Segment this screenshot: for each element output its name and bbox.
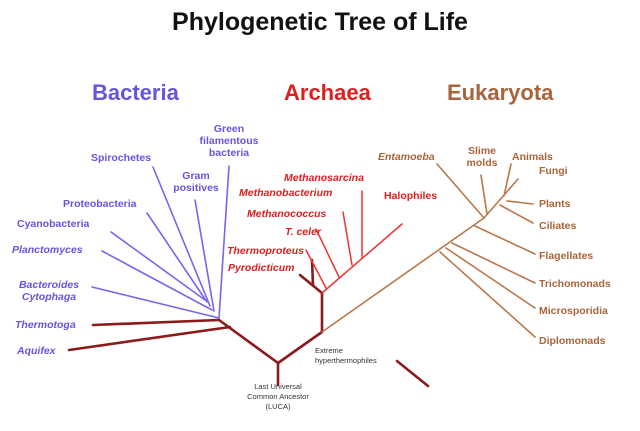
label-entamoeba: Entamoeba bbox=[378, 151, 435, 163]
label-pyrodicticum: Pyrodicticum bbox=[228, 262, 295, 274]
label-line: hyperthermophiles bbox=[315, 356, 377, 365]
label-line: filamentous bbox=[199, 135, 259, 147]
label-extreme-hyperthermophiles: Extreme hyperthermophiles bbox=[315, 346, 377, 366]
label-aquifex: Aquifex bbox=[17, 345, 56, 357]
label-slime-molds: Slime molds bbox=[462, 145, 502, 169]
branch-cyanobacteria bbox=[110, 231, 206, 301]
label-line: positives bbox=[173, 182, 219, 194]
label-cyanobacteria: Cyanobacteria bbox=[17, 218, 90, 230]
label-plants: Plants bbox=[539, 198, 571, 210]
branch-green-filamentous bbox=[218, 165, 230, 319]
label-microsporidia: Microsporidia bbox=[539, 305, 608, 317]
label-line: Slime bbox=[467, 145, 496, 157]
label-gram-positives: Gram positives bbox=[166, 170, 226, 194]
branch-methanococcus bbox=[315, 228, 340, 278]
branch-spirochetes bbox=[152, 166, 211, 307]
label-line: Common Ancestor bbox=[247, 392, 309, 401]
label-line: Extreme bbox=[315, 346, 343, 355]
label-methanococcus: Methanococcus bbox=[247, 208, 327, 220]
branch-microsporidia bbox=[445, 247, 536, 309]
diagram-title: Phylogenetic Tree of Life bbox=[172, 8, 468, 36]
label-planctomyces: Planctomyces bbox=[12, 244, 83, 256]
branch-halophiles bbox=[321, 223, 403, 294]
label-line: molds bbox=[466, 157, 498, 169]
branch-slime-molds bbox=[480, 174, 488, 215]
label-line: Bacteroides bbox=[18, 279, 80, 291]
branch-t-celer bbox=[305, 249, 327, 289]
domain-label-eukaryota: Eukaryota bbox=[447, 80, 554, 105]
branch-trichomonads bbox=[451, 242, 536, 284]
branch-proteobacteria bbox=[146, 212, 208, 303]
branch-diplomonads bbox=[439, 251, 536, 338]
label-thermoproteus: Thermoproteus bbox=[227, 245, 305, 257]
label-bacteroides-cytophaga: Bacteroides Cytophaga bbox=[10, 279, 88, 303]
branch-pyrodicticum bbox=[298, 273, 324, 295]
label-spirochetes: Spirochetes bbox=[91, 152, 152, 164]
label-t-celer: T. celer bbox=[285, 226, 321, 238]
label-flagellates: Flagellates bbox=[539, 250, 594, 262]
branch-flagellates bbox=[474, 225, 536, 255]
branch-thermotoga bbox=[91, 318, 221, 327]
branch-aquifex bbox=[67, 325, 232, 352]
label-line: Last Universal bbox=[254, 382, 302, 391]
branch-gram-positives bbox=[194, 199, 215, 312]
branch-animals bbox=[503, 163, 512, 197]
label-animals: Animals bbox=[512, 151, 553, 163]
branch-extreme-hyperthermophiles bbox=[395, 359, 430, 388]
label-methanobacterium: Methanobacterium bbox=[239, 187, 333, 199]
branch-fungi bbox=[483, 178, 519, 219]
branch-eukaryota-stem bbox=[321, 217, 485, 333]
branch-bacteria-stem bbox=[217, 318, 280, 365]
label-thermotoga: Thermotoga bbox=[15, 319, 76, 331]
label-halophiles: Halophiles bbox=[384, 190, 438, 202]
label-fungi: Fungi bbox=[539, 165, 568, 177]
label-diplomonads: Diplomonads bbox=[539, 335, 606, 347]
branch-planctomyces bbox=[101, 250, 213, 311]
label-proteobacteria: Proteobacteria bbox=[63, 198, 137, 210]
label-trichomonads: Trichomonads bbox=[539, 278, 611, 290]
label-line: Green bbox=[213, 123, 245, 135]
domain-label-bacteria: Bacteria bbox=[92, 80, 179, 105]
domain-label-archaea: Archaea bbox=[284, 80, 371, 105]
label-luca: Last Universal Common Ancestor (LUCA) bbox=[238, 382, 318, 412]
branch-archaea-euk-stem bbox=[276, 330, 324, 365]
branch-thermoproteus bbox=[310, 258, 315, 287]
label-ciliates: Ciliates bbox=[539, 220, 577, 232]
label-line: Cytophaga bbox=[21, 291, 77, 303]
label-line: Gram bbox=[182, 170, 210, 182]
branch-methanobacterium bbox=[342, 211, 353, 266]
label-methanosarcina: Methanosarcina bbox=[284, 172, 364, 184]
branch-bacteroides bbox=[91, 286, 220, 319]
label-line: bacteria bbox=[208, 147, 250, 159]
label-green-filamentous-bacteria: Green filamentous bacteria bbox=[194, 123, 264, 159]
branch-plants bbox=[506, 200, 534, 205]
branch-entamoeba bbox=[436, 163, 485, 219]
label-line: (LUCA) bbox=[265, 402, 291, 411]
branch-ciliates bbox=[499, 204, 534, 224]
